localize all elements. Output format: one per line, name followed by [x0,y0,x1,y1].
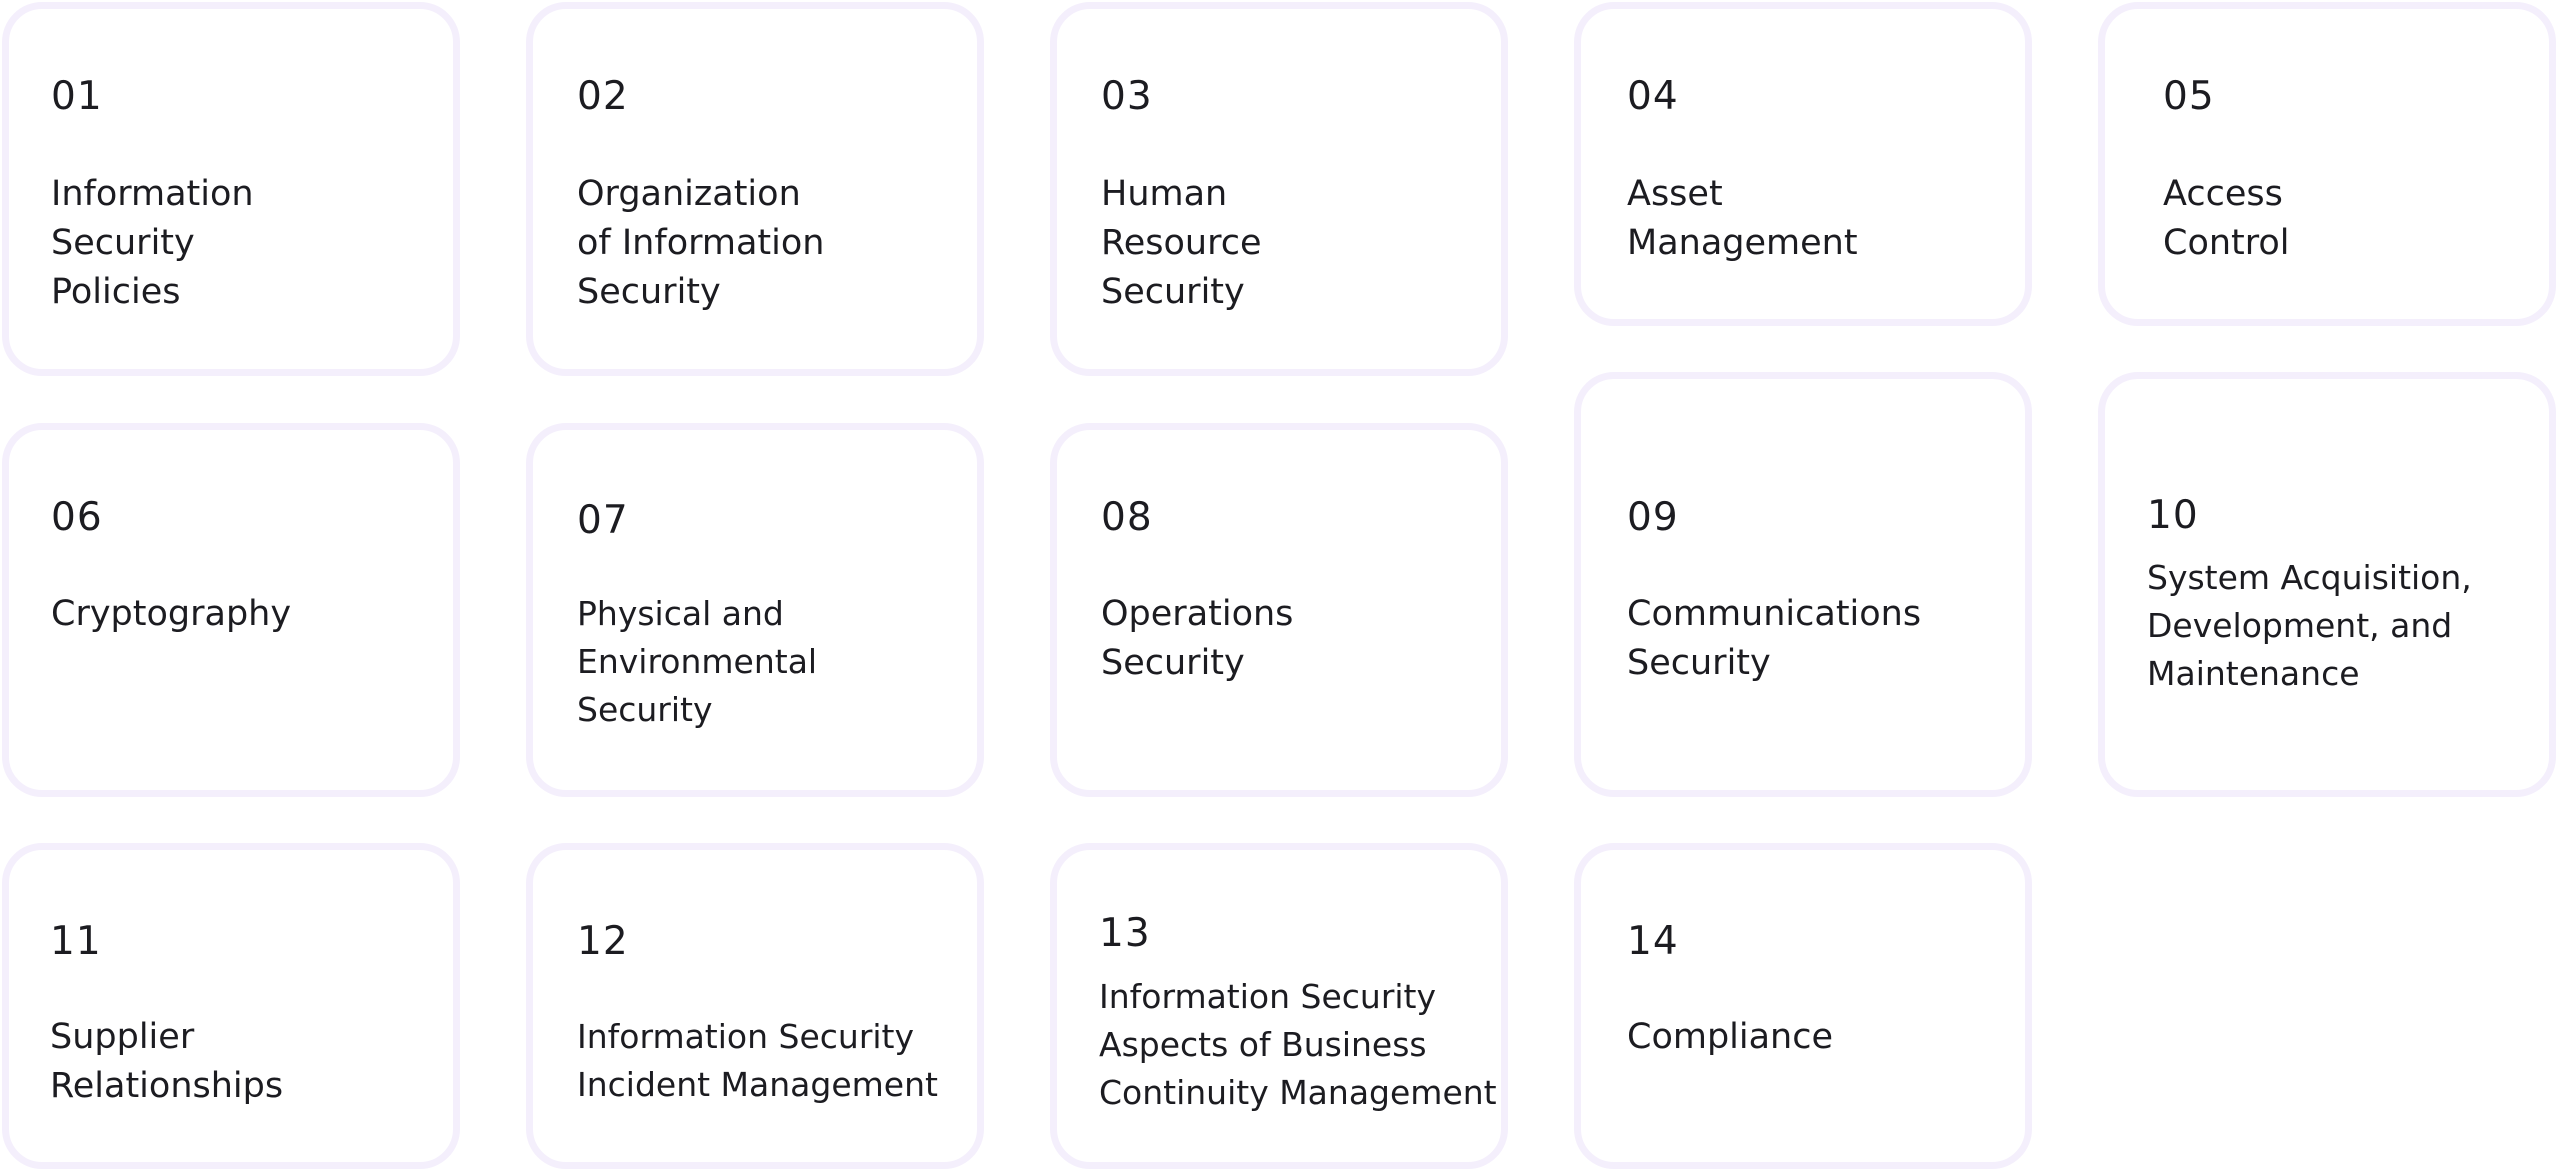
card-system-acquisition-development-maintenance: 10 System Acquisition, Development, and … [2098,372,2556,797]
card-communications-security: 09 Communications Security [1574,372,2032,797]
card-title: Information Security Incident Management [577,1017,938,1104]
card-information-security-business-continuity: 13 Information Security Aspects of Busin… [1050,843,1508,1169]
card-supplier-relationships: 11 Supplier Relationships [2,843,460,1169]
card-title: Information Security Aspects of Business… [1099,977,1497,1112]
card-asset-management: 04 Asset Management [1574,2,2032,326]
card-number: 12 [577,919,629,964]
card-human-resource-security: 03 Human Resource Security [1050,2,1508,376]
card-number: 06 [51,495,103,540]
card-number: 04 [1627,74,1679,119]
card-number: 05 [2163,74,2215,119]
card-physical-and-environmental-security: 07 Physical and Environmental Security [526,423,984,797]
card-operations-security: 08 Operations Security [1050,423,1508,797]
card-access-control: 05 Access Control [2098,2,2556,326]
card-title: Supplier Relationships [50,1017,284,1106]
card-title: Communications Security [1627,594,1922,683]
card-number: 03 [1101,74,1153,119]
card-title: Information Security Policies [51,174,254,312]
card-number: 02 [577,74,629,119]
card-title: System Acquisition, Development, and Mai… [2147,558,2472,693]
card-title: Operations Security [1101,594,1294,683]
card-title: Cryptography [51,594,292,634]
card-number: 10 [2147,493,2199,538]
card-information-security-incident-management: 12 Information Security Incident Managem… [526,843,984,1169]
card-number: 07 [577,498,629,543]
card-number: 11 [50,919,102,964]
card-number: 09 [1627,495,1679,540]
card-title: Organization of Information Security [577,174,825,312]
card-cryptography: 06 Cryptography [2,423,460,797]
card-number: 08 [1101,495,1153,540]
card-title: Access Control [2163,174,2290,263]
card-number: 14 [1627,919,1679,964]
card-compliance: 14 Compliance [1574,843,2032,1169]
card-information-security-policies: 01 Information Security Policies [2,2,460,376]
card-number: 01 [51,74,103,119]
card-number: 13 [1099,911,1151,956]
card-title: Human Resource Security [1101,174,1262,312]
card-title: Compliance [1627,1017,1834,1057]
card-organization-of-information-security: 02 Organization of Information Security [526,2,984,376]
card-title: Asset Management [1627,174,1858,263]
card-title: Physical and Environmental Security [577,594,818,729]
